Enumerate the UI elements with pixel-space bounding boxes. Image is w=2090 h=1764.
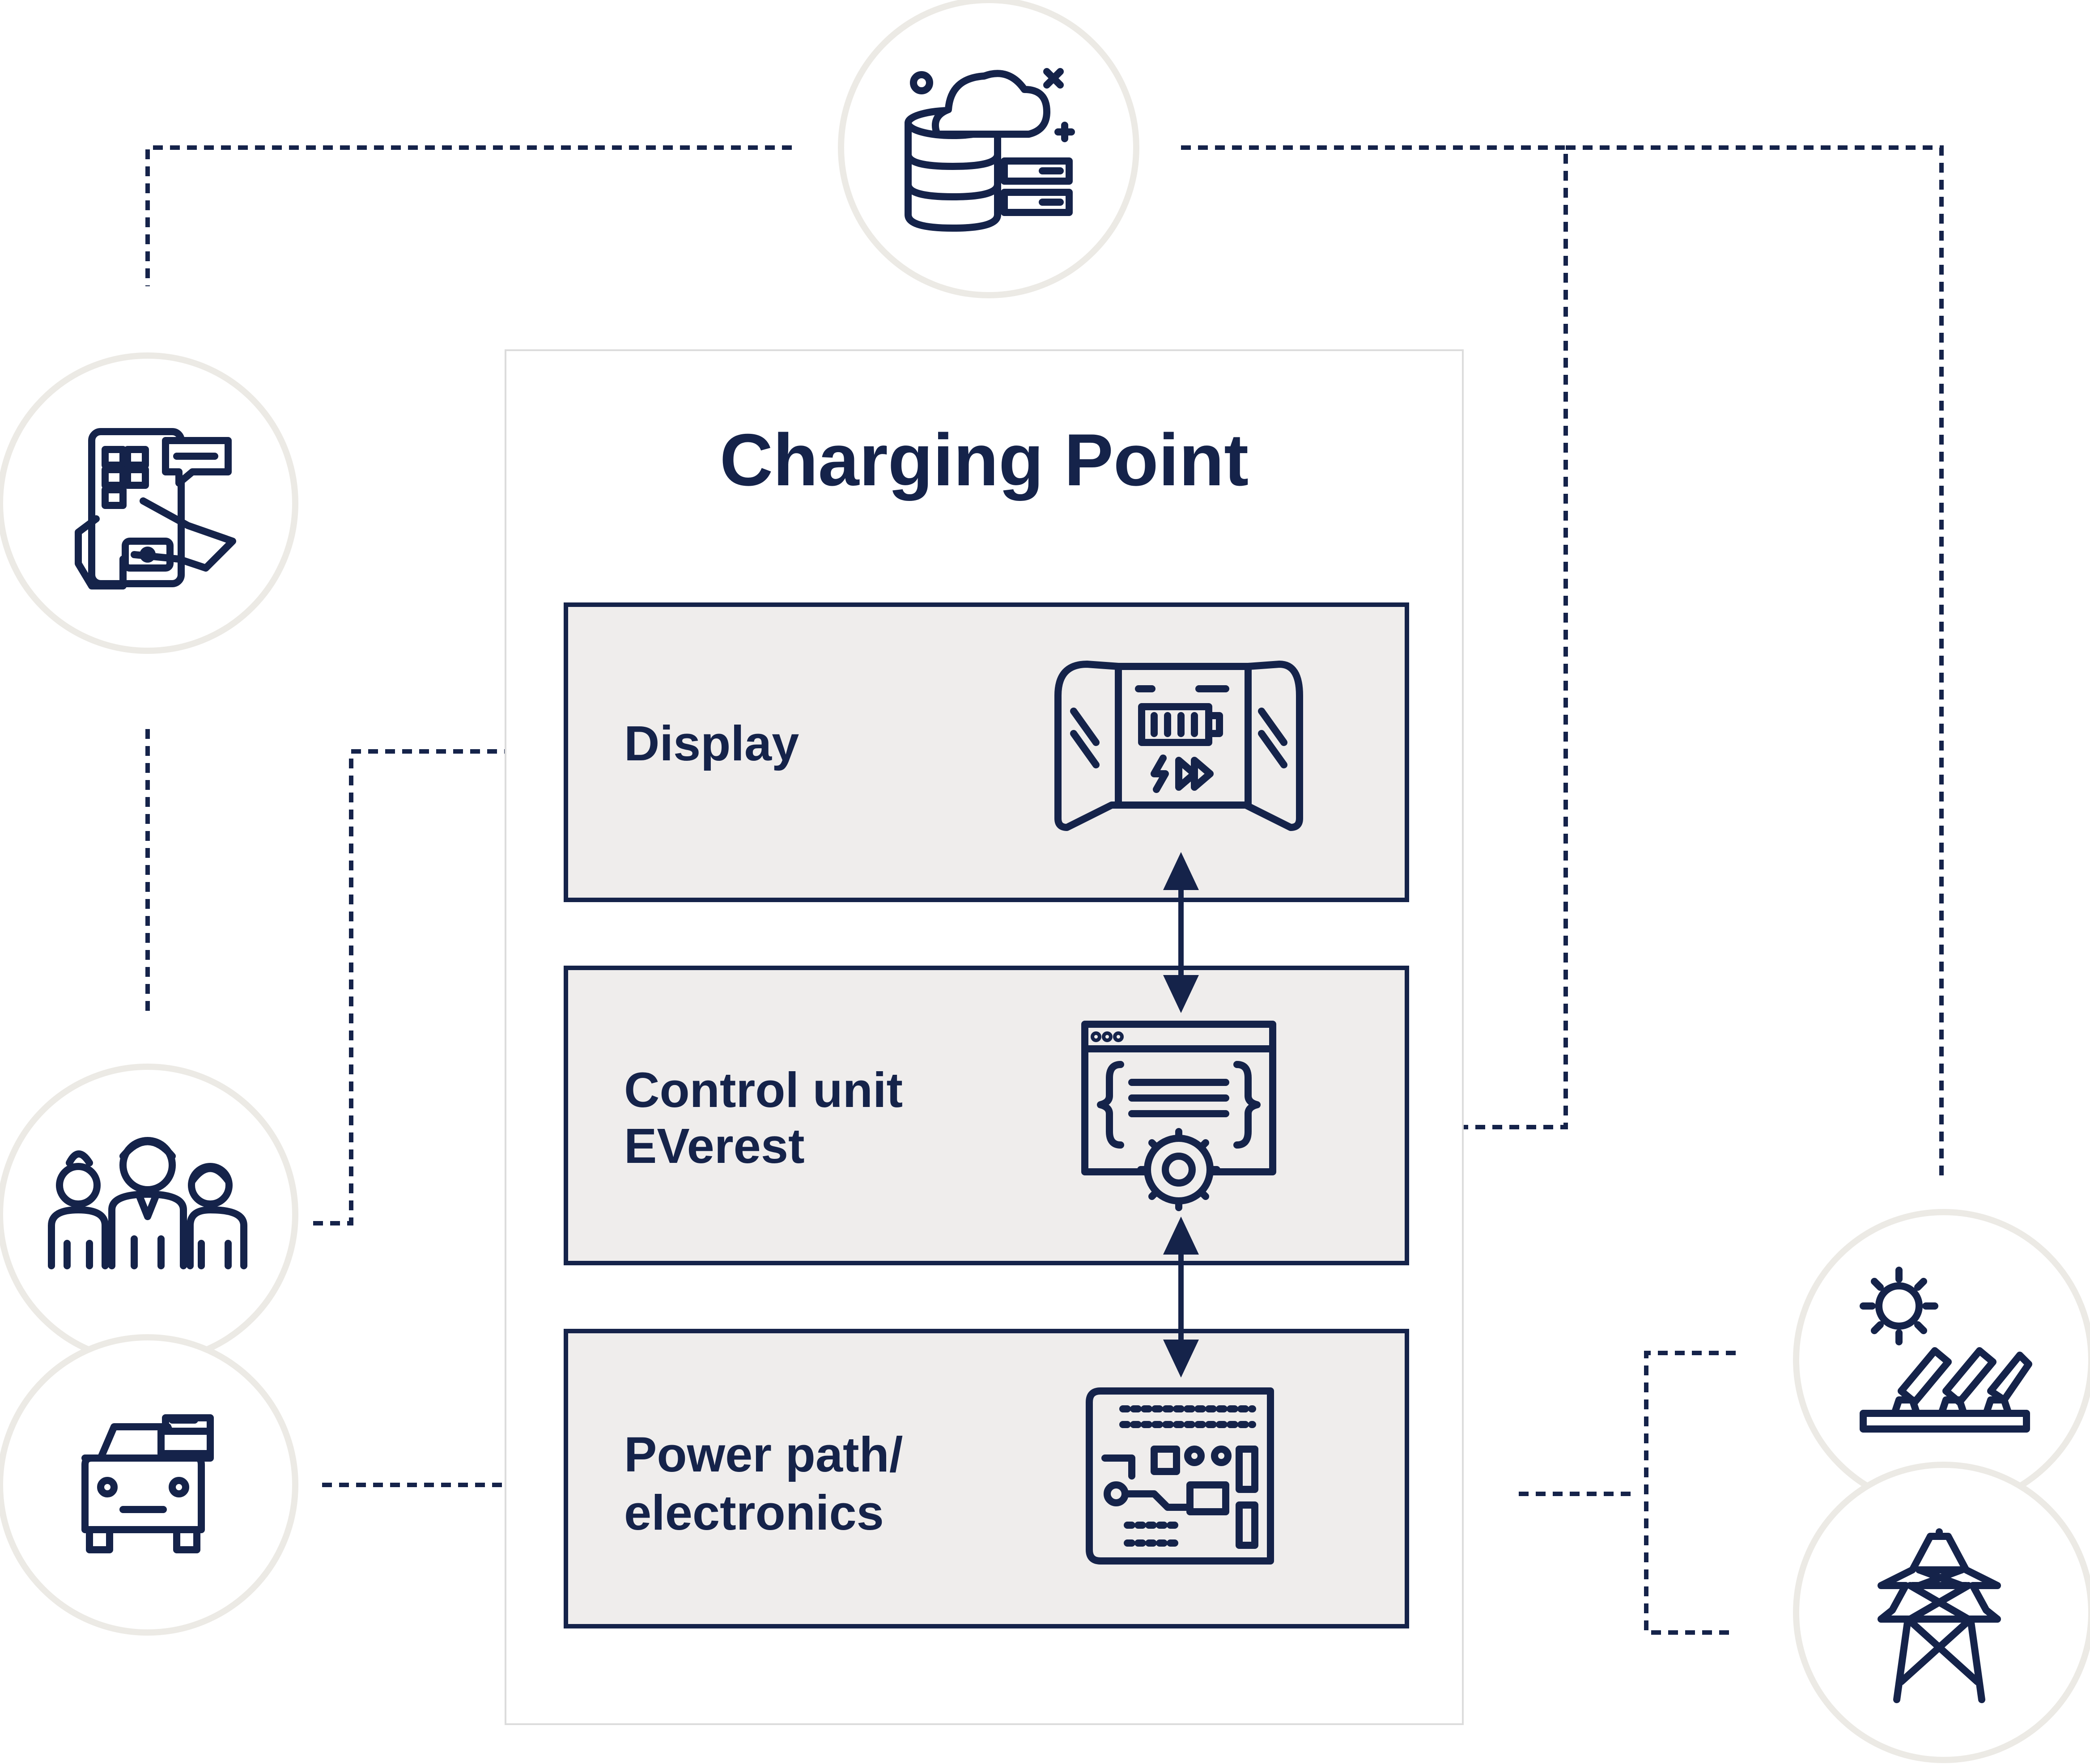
block-display-label: Display [624,716,799,771]
block-control-label-line1: Control unit [624,1063,903,1118]
code-gear-icon [1081,1021,1276,1211]
charging-display-icon [1054,661,1303,831]
electric-car-icon [81,1414,214,1553]
circuit-board-icon [1086,1387,1274,1565]
connectors [145,145,1944,1635]
block-control: Control unit EVerest [564,966,1409,1265]
connector-cloud-payment [145,145,792,286]
block-display: Display [564,602,1409,902]
block-power: Power path/ electronics [564,1329,1409,1628]
people-group-icon [48,1137,247,1269]
node-grid [1793,1462,2090,1763]
node-ev [0,1334,298,1636]
arrow-control-power [1163,1217,1199,1378]
diagram-title: Charging Point [720,419,1249,501]
connector-users-display [313,749,557,1225]
solar-panel-icon [1860,1267,2032,1433]
connector-cloud-control [1181,145,1568,1129]
node-users [0,1064,298,1365]
arrow-display-control [1163,852,1199,1013]
node-payment [0,352,298,654]
block-control-label-line2: EVerest [624,1119,805,1174]
connector-solar-bracket [1644,1351,1736,1635]
block-power-label-line1: Power path/ [624,1427,903,1482]
block-power-label-line2: electronics [624,1485,884,1540]
power-pylon-icon [1878,1528,2001,1703]
connector-cloud-energy [1566,145,1944,1181]
cloud-database-icon [905,68,1075,232]
node-cloud [838,0,1139,298]
mobile-payment-icon [75,428,236,589]
